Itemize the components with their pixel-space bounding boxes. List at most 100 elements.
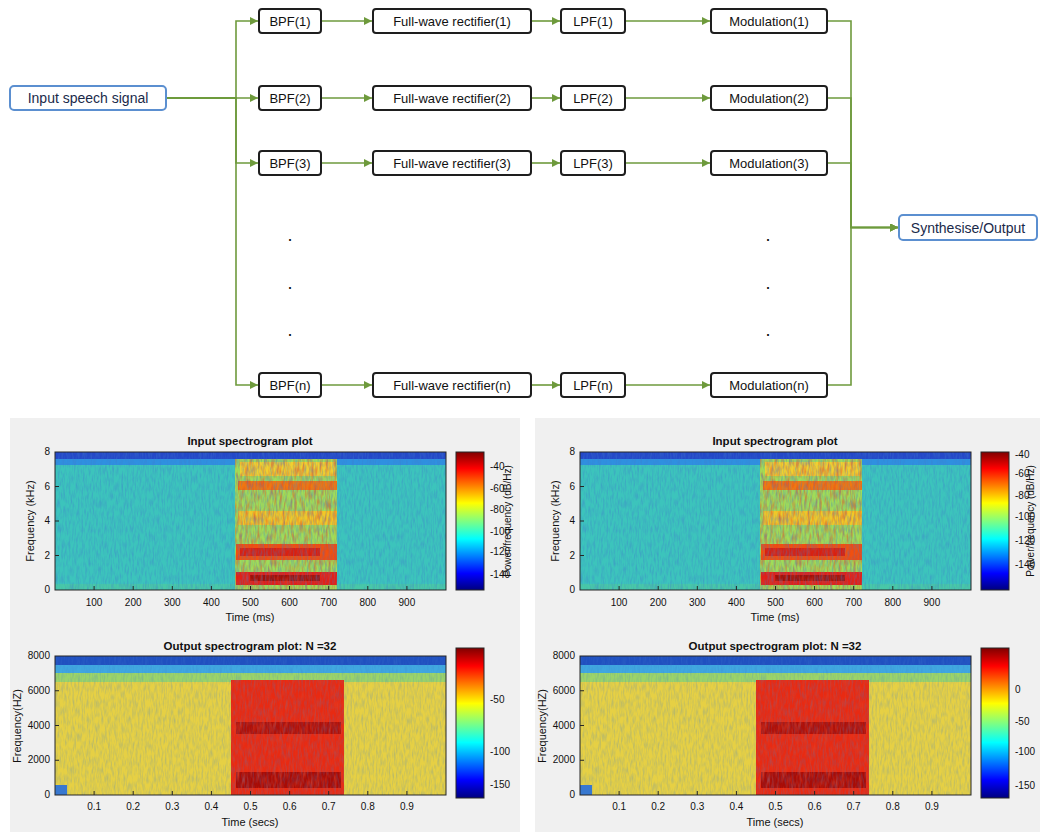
tick-label: 100 xyxy=(86,598,103,608)
signal-arrow xyxy=(828,98,898,228)
colorbar-tick: -150 xyxy=(490,780,510,790)
modulation-box: Modulation(1) xyxy=(710,8,828,34)
colorbar xyxy=(456,648,484,798)
axes-frame xyxy=(55,656,446,795)
signal-arrow xyxy=(828,228,898,386)
tick-label: 0.5 xyxy=(244,802,258,812)
signal-arrow xyxy=(167,98,258,385)
axis-label: Time (secs) xyxy=(746,817,803,828)
axis-label: Frequency(HZ) xyxy=(537,689,548,763)
tick-label: 400 xyxy=(203,598,220,608)
tick-label: 100 xyxy=(611,598,628,608)
tick-label: 0.8 xyxy=(886,802,900,812)
tick-label: 0.2 xyxy=(651,802,665,812)
tick-label: 900 xyxy=(399,598,416,608)
bpf-box: BPF(2) xyxy=(258,85,322,111)
signal-arrow xyxy=(626,97,710,99)
axis-label: Time (ms) xyxy=(750,612,799,623)
tick-label: 200 xyxy=(650,598,667,608)
tick-label: 500 xyxy=(242,598,259,608)
tick-label: 200 xyxy=(125,598,142,608)
signal-arrow xyxy=(322,97,372,99)
box-text: Full-wave rectifier(1) xyxy=(393,14,511,29)
ellipsis-dot: . xyxy=(765,321,770,339)
tick-marks xyxy=(55,487,407,591)
tick-label: 0.3 xyxy=(165,802,179,812)
ellipsis-dot: . xyxy=(765,274,770,292)
tick-label: 900 xyxy=(924,598,941,608)
tick-label: 0.8 xyxy=(361,802,375,812)
ellipsis-dot: . xyxy=(287,226,292,244)
colorbar-tick: 0 xyxy=(1015,685,1021,695)
tick-label: 8000 xyxy=(553,651,575,661)
tick-label: 0.5 xyxy=(769,802,783,812)
ellipsis-dot: . xyxy=(765,226,770,244)
connector-group xyxy=(167,21,898,385)
signal-arrow xyxy=(626,162,710,164)
box-text: Modulation(3) xyxy=(729,156,809,171)
plot-title: Output spectrogram plot: N =32 xyxy=(164,641,337,653)
axis-label: Frequency (kHz) xyxy=(25,480,36,561)
tick-label: 0.1 xyxy=(87,802,101,812)
tick-label: 6000 xyxy=(28,686,50,696)
rectifier-box: Full-wave rectifier(n) xyxy=(372,372,532,398)
box-text: Modulation(n) xyxy=(729,378,809,393)
tick-label: 0.9 xyxy=(400,802,414,812)
colorbar-label: Power/frequency (dB/Hz) xyxy=(503,465,513,577)
modulation-box: Modulation(3) xyxy=(710,150,828,176)
signal-arrow xyxy=(322,384,372,386)
signal-arrow xyxy=(167,21,258,98)
box-text: LPF(2) xyxy=(573,91,613,106)
lpf-box: LPF(3) xyxy=(560,150,626,176)
tick-label: 2000 xyxy=(553,755,575,765)
tick-label: 0.6 xyxy=(283,802,297,812)
signal-arrow xyxy=(828,21,898,228)
tick-label: 8000 xyxy=(28,651,50,661)
signal-arrow xyxy=(532,162,560,164)
tick-label: 2 xyxy=(569,551,575,561)
tick-label: 6 xyxy=(569,482,575,492)
plot-title: Output spectrogram plot: N =32 xyxy=(689,641,862,653)
output-box: Synthesise/Output xyxy=(898,214,1038,241)
signal-arrow xyxy=(828,163,898,228)
tick-label: 700 xyxy=(845,598,862,608)
tick-label: 4 xyxy=(44,516,50,526)
axis-label: Frequency(HZ) xyxy=(12,689,23,763)
ellipsis-dot: . xyxy=(287,274,292,292)
lpf-box: LPF(n) xyxy=(560,372,626,398)
input-box: Input speech signal xyxy=(9,85,167,111)
ellipsis-dot: . xyxy=(287,321,292,339)
box-text: Input speech signal xyxy=(28,90,149,106)
tick-label: 0.7 xyxy=(847,802,861,812)
input-spectrogram xyxy=(55,452,446,590)
rectifier-box: Full-wave rectifier(1) xyxy=(372,8,532,34)
bpf-box: BPF(3) xyxy=(258,150,322,176)
axis-label: Time (secs) xyxy=(221,817,278,828)
lpf-box: LPF(1) xyxy=(560,8,626,34)
plot-panel xyxy=(535,418,1040,832)
tick-label: 4 xyxy=(569,516,575,526)
signal-arrow xyxy=(322,20,372,22)
box-text: BPF(2) xyxy=(269,91,310,106)
plot-panel xyxy=(10,418,520,832)
box-text: Full-wave rectifier(2) xyxy=(393,91,511,106)
signal-arrow xyxy=(626,384,710,386)
plot-title: Input spectrogram plot xyxy=(712,436,837,448)
box-text: Modulation(2) xyxy=(729,91,809,106)
tick-label: 4000 xyxy=(28,721,50,731)
colorbar xyxy=(456,452,484,590)
tick-label: 500 xyxy=(767,598,784,608)
signal-arrow xyxy=(167,98,258,163)
tick-label: 0.9 xyxy=(925,802,939,812)
tick-label: 6 xyxy=(44,482,50,492)
tick-label: 2000 xyxy=(28,755,50,765)
signal-arrow xyxy=(532,20,560,22)
tick-label: 0 xyxy=(569,585,575,595)
tick-label: 0 xyxy=(569,790,575,800)
tick-label: 0.7 xyxy=(322,802,336,812)
axis-label: Frequency (kHz) xyxy=(550,480,561,561)
tick-label: 0.2 xyxy=(126,802,140,812)
bpf-box: BPF(1) xyxy=(258,8,322,34)
box-text: BPF(3) xyxy=(269,156,310,171)
box-text: LPF(1) xyxy=(573,14,613,29)
